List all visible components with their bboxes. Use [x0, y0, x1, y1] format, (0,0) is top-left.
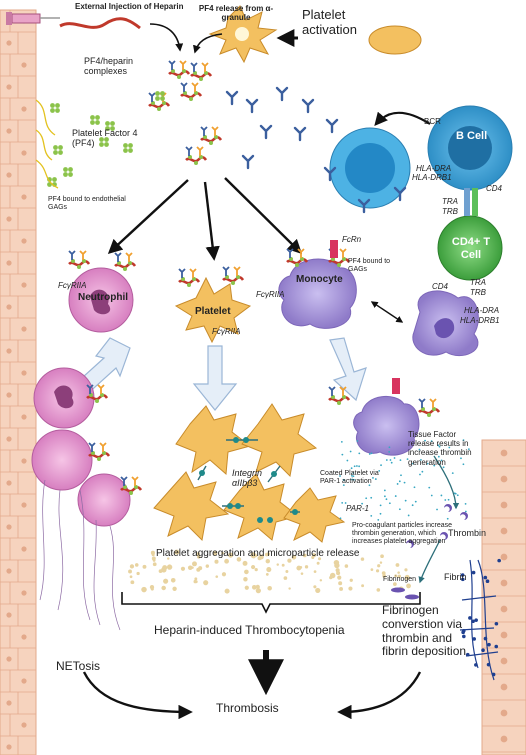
- resting-platelet-icon: [368, 25, 422, 55]
- label-netosis: NETosis: [56, 659, 101, 673]
- tissue-factor-monocyte: [327, 378, 441, 456]
- label-fcgriia-monocyte: FcγRIIA: [256, 290, 285, 299]
- label-procoagulant: Pro-coagulant particles increase thrombi…: [352, 522, 452, 546]
- monocyte-cell: [278, 240, 357, 329]
- label-neutrophil: Neutrophil: [78, 292, 128, 303]
- label-trb-top: TRB: [442, 207, 458, 216]
- neutrophil-cell: [67, 249, 137, 333]
- label-fibrinogen-conversion: Fibrinogen converstion via thrombin and …: [382, 603, 467, 659]
- label-coated-platelet: Coated Platelet via PAR-1 activation: [320, 470, 379, 486]
- hollow-arrows: [61, 337, 367, 411]
- b-cell: [427, 105, 513, 191]
- netosis-cells: [31, 367, 143, 631]
- label-pf4-heparin-complexes: PF4/heparin complexes: [84, 56, 134, 77]
- label-b-cell: B Cell: [456, 130, 488, 142]
- label-pf4-bound-gags: PF4 bound to GAGs: [348, 258, 391, 274]
- label-tra-bottom: TRA: [470, 278, 486, 287]
- label-tra-top: TRA: [442, 197, 458, 206]
- tissue-factor-dots: [339, 439, 470, 521]
- label-hla-dra-bottom: HLA-DRA: [464, 306, 500, 315]
- label-integrin: Integrin αIIbβ3: [232, 468, 263, 489]
- label-hla-drb1-bottom: HLA-DRB1: [460, 316, 500, 325]
- fibrinogen-particles: [391, 587, 419, 600]
- label-thrombosis: Thrombosis: [216, 701, 279, 715]
- label-fcgriia-platelet: FcγRIIA: [212, 327, 241, 336]
- plasma-cell: [323, 127, 411, 214]
- label-par1: PAR-1: [346, 504, 369, 513]
- label-fcgriia-neutrophil: FcγRIIA: [58, 281, 87, 290]
- label-tissue-factor: Tissue Factor release results in increas…: [408, 430, 472, 467]
- syringe-icon: [6, 12, 60, 25]
- label-pf4-bound-endothelial: PF4 bound to endothelial GAGs: [48, 196, 126, 212]
- microparticles: [128, 549, 411, 594]
- label-trb-bottom: TRB: [470, 288, 486, 297]
- platelet-aggregate: [153, 403, 346, 543]
- platelet-cell: [174, 265, 252, 344]
- label-platelet-aggregation: Platelet aggregation and microparticle r…: [156, 548, 360, 559]
- heparin-strand: [59, 17, 141, 30]
- label-hla-dra-top: HLA-DRA: [416, 164, 452, 173]
- label-cd4-top: CD4: [486, 184, 503, 193]
- label-pf4-release: PF4 release from α-granule: [198, 4, 274, 23]
- label-cd4-t-cell: CD4+ T Cell: [451, 236, 491, 261]
- label-thrombin: Thrombin: [448, 528, 487, 538]
- free-antibodies: [225, 86, 339, 170]
- endothelium-left: [0, 9, 37, 755]
- label-monocyte: Monocyte: [296, 274, 343, 285]
- label-hit: Heparin-induced Thrombocytopenia: [154, 623, 345, 637]
- endothelium-right: [481, 439, 526, 755]
- label-fibrin: Fibrin: [444, 572, 467, 582]
- label-fibrinogen: Fibrinogen: [383, 576, 417, 583]
- antigen-presenting-monocyte: [412, 290, 479, 357]
- label-platelet-factor-4: Platelet Factor 4 (PF4): [72, 128, 138, 149]
- label-fcrn: FcRn: [342, 235, 362, 244]
- fibrin-nodes: [460, 558, 501, 677]
- label-cd4-bottom: CD4: [432, 282, 449, 291]
- label-platelet: Platelet: [195, 306, 231, 317]
- fibrin-mesh: [459, 559, 499, 681]
- integrin-beads: [199, 437, 298, 523]
- gag-strands: [35, 99, 59, 189]
- label-bcr: BCR: [424, 117, 441, 126]
- label-platelet-activation: Platelet activation: [302, 7, 357, 37]
- hit-bracket: [121, 592, 421, 614]
- label-hla-drb1-top: HLA-DRB1: [412, 173, 452, 182]
- activated-platelet-top: [208, 5, 278, 64]
- label-external-injection: External Injection of Heparin: [75, 2, 184, 11]
